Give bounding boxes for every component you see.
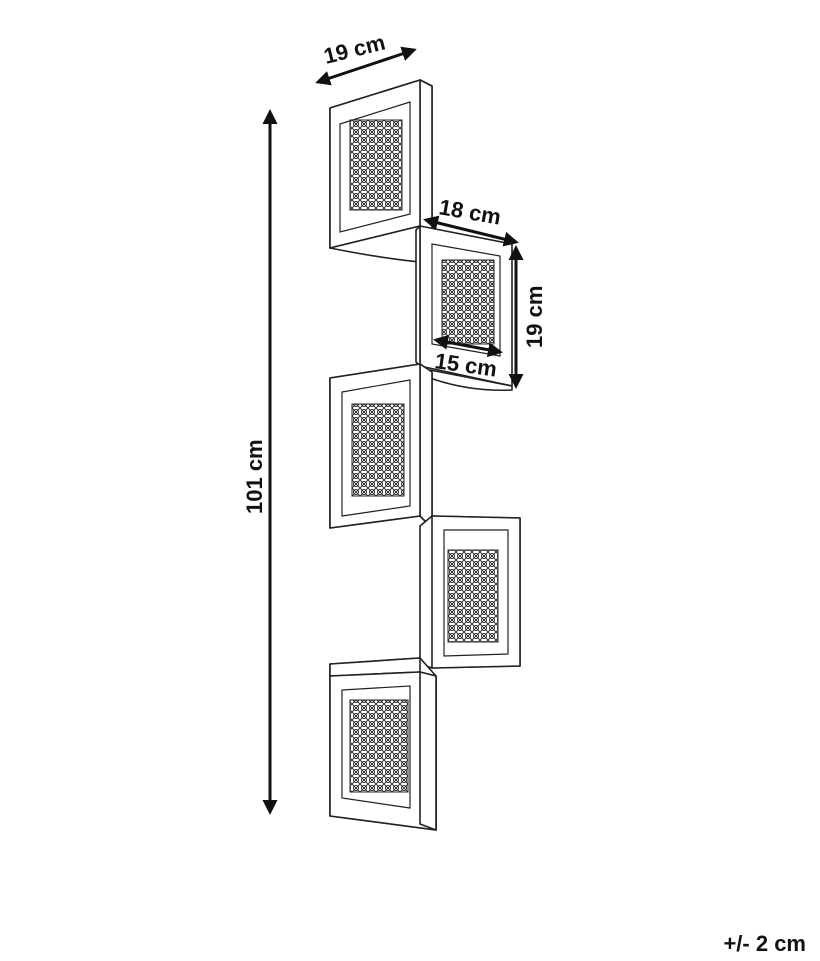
dim-arrow-inner-width xyxy=(433,334,503,358)
rattan-panel-1 xyxy=(349,119,403,211)
rattan-panel-2 xyxy=(441,259,495,345)
shelf-box-4 xyxy=(419,515,521,669)
shelf-box-3 xyxy=(329,363,433,529)
rattan-panel-4 xyxy=(447,549,499,643)
dim-arrow-width-box xyxy=(423,215,519,247)
label-height-box: 19 cm xyxy=(522,286,547,348)
tolerance-note: +/- 2 cm xyxy=(723,931,806,956)
shelf-box-5 xyxy=(329,657,437,831)
dim-arrow-depth-top xyxy=(315,46,417,86)
rattan-panel-3 xyxy=(351,403,405,497)
rattan-panel-5 xyxy=(349,699,409,793)
shelf-box-1 xyxy=(329,79,433,263)
label-total-height: 101 cm xyxy=(242,439,267,514)
